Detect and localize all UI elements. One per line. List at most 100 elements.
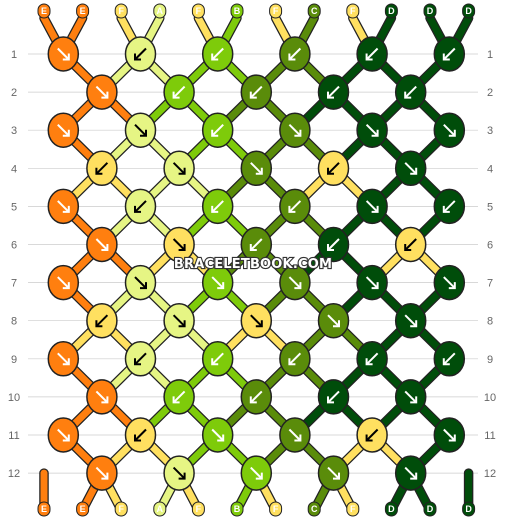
row-label-right: 2 <box>487 87 493 99</box>
arrow-head-icon <box>410 396 418 404</box>
arrow-down-left-icon <box>327 390 340 404</box>
row-label-left: 2 <box>11 87 17 99</box>
arrow-head-icon <box>404 244 412 251</box>
top-strand-end <box>269 3 283 19</box>
arrow-down-left-icon <box>250 85 263 99</box>
bottom-strand-label: F <box>273 504 279 514</box>
arrow-head-icon <box>294 129 302 137</box>
arrow-head-icon <box>178 320 186 328</box>
row-label-right: 1 <box>487 49 493 61</box>
arrow-head-icon <box>211 129 219 137</box>
arrow-down-left-icon <box>288 352 302 366</box>
knot <box>47 341 80 377</box>
bottom-strand-end <box>230 501 244 517</box>
knot <box>201 264 234 301</box>
arrow-down-right-icon <box>57 123 70 137</box>
arrow-head-icon <box>62 434 70 442</box>
arrow-head-icon <box>288 205 296 213</box>
arrow-head-icon <box>101 244 109 251</box>
arrow-down-left-icon <box>443 352 456 366</box>
arrow-head-icon <box>255 167 263 175</box>
knot <box>47 188 80 225</box>
arrow-down-right-icon <box>288 276 302 289</box>
top-strand-label: B <box>234 6 241 16</box>
knot <box>201 36 234 72</box>
knot <box>86 302 118 339</box>
bottom-strand-label: A <box>157 504 164 514</box>
arrow-down-right-icon <box>365 123 379 137</box>
arrow-head-icon <box>404 91 412 99</box>
row-label-left: 12 <box>8 468 20 480</box>
knot <box>394 74 427 110</box>
arrow-head-icon <box>410 472 418 480</box>
top-strand-label: E <box>41 6 47 16</box>
arrow-head-icon <box>365 434 373 442</box>
arrow-head-icon <box>178 167 186 175</box>
knot <box>433 188 466 225</box>
top-strand-end <box>114 3 128 19</box>
knot <box>163 226 195 263</box>
knot <box>86 379 118 415</box>
row-label-right: 6 <box>487 240 493 252</box>
arrow-head-icon <box>140 129 147 137</box>
knot <box>240 455 273 491</box>
knot <box>47 112 80 148</box>
arrow-down-left-icon <box>327 238 340 251</box>
knot <box>279 112 311 148</box>
row-label-right: 3 <box>487 125 493 137</box>
knot <box>317 455 350 491</box>
knot <box>47 264 80 301</box>
arrow-down-right-icon <box>211 428 224 442</box>
bottom-strand-label: F <box>196 504 202 514</box>
arrow-down-right-icon <box>443 123 456 137</box>
knot <box>201 112 234 148</box>
row-label-right: 11 <box>484 430 495 442</box>
top-strand-end <box>346 3 360 19</box>
arrow-down-right-icon <box>404 162 417 175</box>
row-label-left: 1 <box>11 49 17 61</box>
knot <box>317 302 350 339</box>
arrow-down-left-icon <box>134 47 147 61</box>
bottom-strand-label: D <box>427 504 434 514</box>
arrow-head-icon <box>442 358 450 366</box>
knot <box>124 417 157 453</box>
bottom-strand-label: C <box>311 504 318 514</box>
knot <box>124 341 157 377</box>
arrow-down-right-icon <box>365 276 379 289</box>
bottom-strand-end <box>423 501 437 517</box>
knot <box>163 455 195 491</box>
arrow-down-left-icon <box>95 162 109 175</box>
arrow-down-left-icon <box>134 352 147 366</box>
bottom-strand-end <box>37 501 51 517</box>
bottom-strand-end <box>269 501 283 517</box>
top-strand-label: D <box>427 6 434 16</box>
knot <box>124 188 157 225</box>
arrow-head-icon <box>140 282 147 290</box>
arrow-head-icon <box>371 205 379 213</box>
arrow-head-icon <box>217 282 225 290</box>
arrow-head-icon <box>62 129 70 137</box>
arrow-down-right-icon <box>57 47 70 61</box>
arrow-head-icon <box>327 91 334 99</box>
arrow-head-icon <box>178 472 186 480</box>
knot <box>279 36 311 72</box>
top-strand-label: F <box>118 6 124 16</box>
knot <box>433 341 466 377</box>
arrow-down-left-icon <box>404 238 417 251</box>
arrow-head-icon <box>333 320 340 328</box>
top-strand-end <box>153 3 167 19</box>
knot <box>433 417 466 453</box>
row-label-left: 8 <box>11 316 17 328</box>
top-strand-end <box>307 3 321 19</box>
arrow-head-icon <box>327 167 334 175</box>
row-label-left: 3 <box>11 125 17 137</box>
arrow-head-icon <box>178 244 186 251</box>
arrow-head-icon <box>294 282 302 290</box>
knot <box>317 150 350 187</box>
knot <box>394 302 427 339</box>
arrow-head-icon <box>333 472 340 480</box>
top-strand-end <box>384 3 398 19</box>
arrow-down-left-icon <box>288 47 302 61</box>
arrow-down-left-icon <box>365 428 379 442</box>
